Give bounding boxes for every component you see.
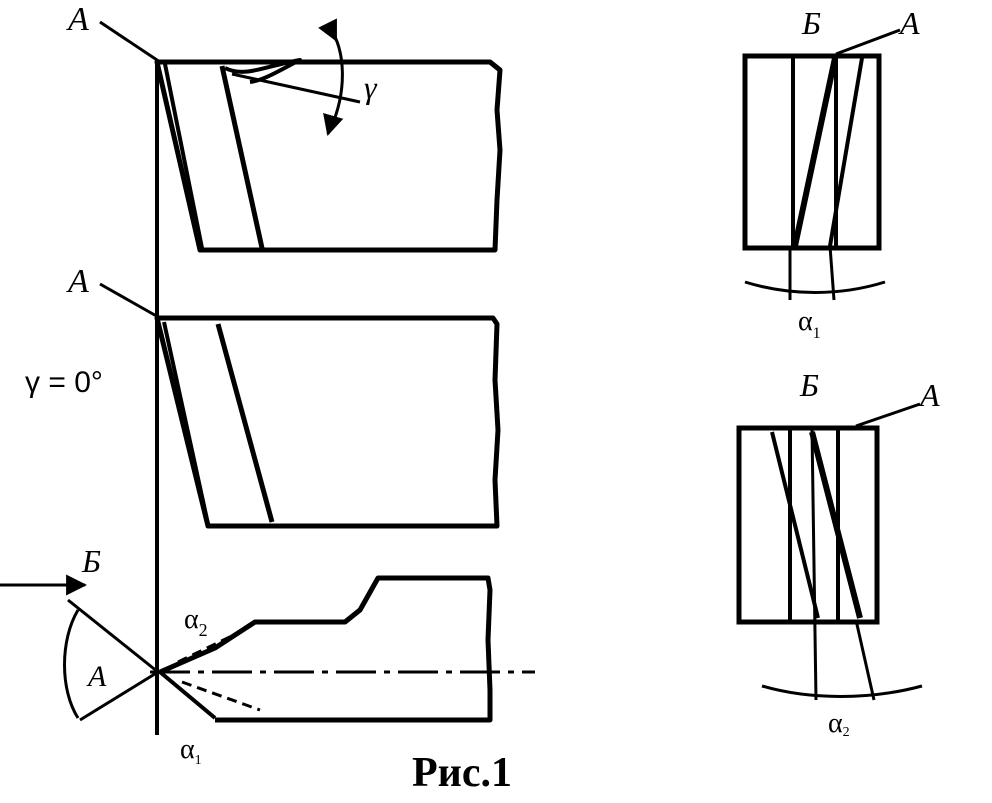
label-a-bottom: А (86, 660, 107, 693)
tool-profile-middle (154, 315, 501, 529)
label-a-right-top: А (898, 5, 920, 41)
section-lines (0, 574, 159, 722)
label-alpha-2: α2 (184, 604, 208, 640)
label-alpha-bottom: α1 (180, 734, 202, 768)
leader-a-top (99, 20, 161, 64)
label-a-top: А (66, 1, 89, 38)
label-alpha-1: α1 (798, 306, 821, 342)
rake-angle-indicator (231, 18, 361, 137)
label-b-right-bottom: Б (799, 367, 819, 403)
figure-caption: Рис.1 (412, 750, 512, 796)
label-a-right-bottom: А (918, 377, 940, 413)
section-view-b-top (742, 28, 901, 301)
section-view-b-bottom (736, 402, 923, 701)
label-alpha-right: α2 (828, 708, 850, 740)
label-b-right-top: Б (801, 5, 821, 41)
label-b-left: Б (81, 543, 101, 579)
label-a-middle: А (66, 263, 89, 300)
label-gamma-zero: γ = 0° (25, 366, 103, 399)
tool-profile-bottom (158, 575, 493, 723)
leader-a-middle (99, 282, 161, 320)
label-gamma: γ (364, 69, 378, 105)
tool-profile-top (154, 58, 503, 253)
